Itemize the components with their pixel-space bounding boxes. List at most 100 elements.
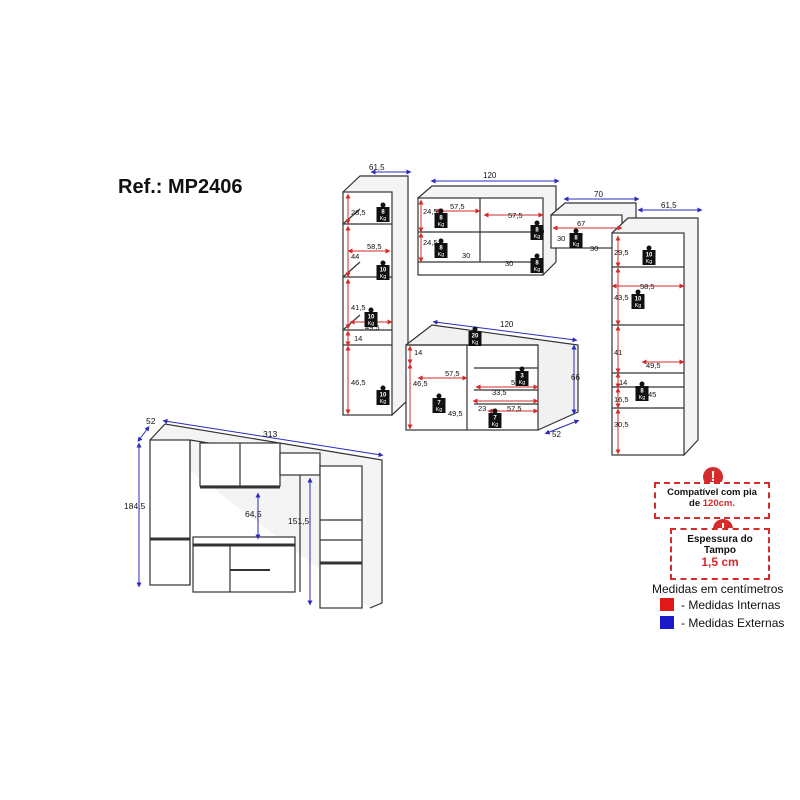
dim-label: 30,5 <box>614 420 629 429</box>
weight-icon: 3Kg <box>515 366 529 386</box>
base-cabinet <box>405 324 579 431</box>
dim-label: 33,5 <box>492 388 507 397</box>
dim-label: 313 <box>263 429 277 439</box>
weight-unit: Kg <box>492 422 499 428</box>
weight-icon: 8Kg <box>376 202 390 222</box>
dim-label: 67 <box>577 219 585 228</box>
weight-value: 8 <box>535 228 539 234</box>
weight-unit: Kg <box>436 407 443 413</box>
dim-label: 23 <box>478 404 486 413</box>
weight-unit: Kg <box>519 380 526 386</box>
dim-label: 46,5 <box>413 379 428 388</box>
weight-icon: 8Kg <box>569 228 583 248</box>
dim-label: 30 <box>557 234 565 243</box>
weight-icon: 8Kg <box>635 381 649 401</box>
dim-label: 120 <box>500 320 514 329</box>
note-value: 120cm. <box>702 498 735 509</box>
weight-unit: Kg <box>534 267 541 273</box>
weight-value: 8 <box>381 210 385 216</box>
dim-label: 46,5 <box>351 378 366 387</box>
dim-label: 41 <box>614 348 622 357</box>
dim-label: 45 <box>648 390 656 399</box>
weight-icon: 8Kg <box>434 208 448 228</box>
weight-value: 3 <box>520 374 524 380</box>
weight-unit: Kg <box>573 242 580 248</box>
weight-icon: 8Kg <box>530 253 544 273</box>
weight-unit: Kg <box>534 234 541 240</box>
dim-label: 30 <box>462 251 470 260</box>
dim-label: 66 <box>571 373 580 382</box>
weight-value: 20 <box>472 334 479 340</box>
dim-label: 61,5 <box>369 163 385 172</box>
dim-label: 58,5 <box>640 282 655 291</box>
weight-value: 8 <box>439 246 443 252</box>
weight-unit: Kg <box>380 274 387 280</box>
dim-label: 64,5 <box>245 509 262 519</box>
dim-label: 184,5 <box>124 501 146 511</box>
exploded-external-labels: 61,5 120 70 61,5 120 66 52 <box>369 163 677 439</box>
exploded-internal-labels: 28,5 58,5 44 41,5 49,5 14 46,5 24,5 57,5… <box>351 202 661 429</box>
dim-label: 70 <box>594 190 603 199</box>
dim-label: 151,5 <box>288 516 310 526</box>
note-value: 1,5 cm <box>701 555 739 569</box>
dim-label: 28,5 <box>351 208 366 217</box>
sink-compatibility-note: Compatível com pia de 120cm. <box>654 482 770 519</box>
weight-value: 8 <box>439 216 443 222</box>
countertop-thickness-note: Espessura do Tampo 1,5 cm <box>670 528 770 580</box>
weight-unit: Kg <box>368 321 375 327</box>
weight-icon: 7Kg <box>488 408 502 428</box>
upper-cabinet <box>416 185 557 276</box>
legend-internal: - Medidas Internas <box>681 598 781 612</box>
weight-unit: Kg <box>438 222 445 228</box>
weight-value: 10 <box>380 393 387 399</box>
dim-label: 29,5 <box>614 248 629 257</box>
legend-swatch-external <box>660 616 674 629</box>
right-tower <box>611 217 699 457</box>
weight-icon: 8Kg <box>530 220 544 240</box>
dim-label: 57,5 <box>508 211 523 220</box>
dim-label: 30 <box>505 259 513 268</box>
weight-value: 7 <box>493 416 497 422</box>
weight-unit: Kg <box>380 216 387 222</box>
note-line: Espessura do <box>687 534 753 545</box>
weight-icon: 8Kg <box>434 238 448 258</box>
weight-unit: Kg <box>472 340 479 346</box>
note-line: de <box>689 498 703 509</box>
dim-label: 49,5 <box>365 323 380 332</box>
dim-label: 49,5 <box>448 409 463 418</box>
dim-label: 30 <box>590 244 598 253</box>
weight-value: 10 <box>368 315 375 321</box>
dim-label: 120 <box>483 171 497 180</box>
weight-value: 8 <box>640 389 644 395</box>
note-line: Compatível com pia <box>667 487 757 498</box>
assembled-labels: 313 52 184,5 151,5 64,5 <box>124 416 310 526</box>
weight-value: 10 <box>646 253 653 259</box>
weight-unit: Kg <box>438 252 445 258</box>
dim-label: 52 <box>146 416 156 426</box>
dim-label: 57,5 <box>507 404 522 413</box>
dim-label: 14 <box>414 348 422 357</box>
legend-external: - Medidas Externas <box>681 616 785 630</box>
weight-value: 10 <box>380 268 387 274</box>
note-line: Tampo <box>703 545 737 556</box>
legend-title: Medidas em centímetros <box>652 582 784 596</box>
weight-value: 8 <box>535 261 539 267</box>
dim-label: 58,5 <box>367 242 382 251</box>
weight-value: 7 <box>437 401 441 407</box>
dim-label: 61,5 <box>661 201 677 210</box>
dim-label: 57,5 <box>450 202 465 211</box>
dim-label: 49,5 <box>646 361 661 370</box>
dim-label: 24,5 <box>423 207 438 216</box>
product-ref: Ref.: MP2406 <box>118 176 243 198</box>
weight-value: 8 <box>574 236 578 242</box>
weight-icon: 7Kg <box>432 393 446 413</box>
weight-unit: Kg <box>380 399 387 405</box>
dim-label: 41,5 <box>351 303 366 312</box>
assembled-view <box>149 423 383 609</box>
assembled-dims <box>136 418 384 606</box>
